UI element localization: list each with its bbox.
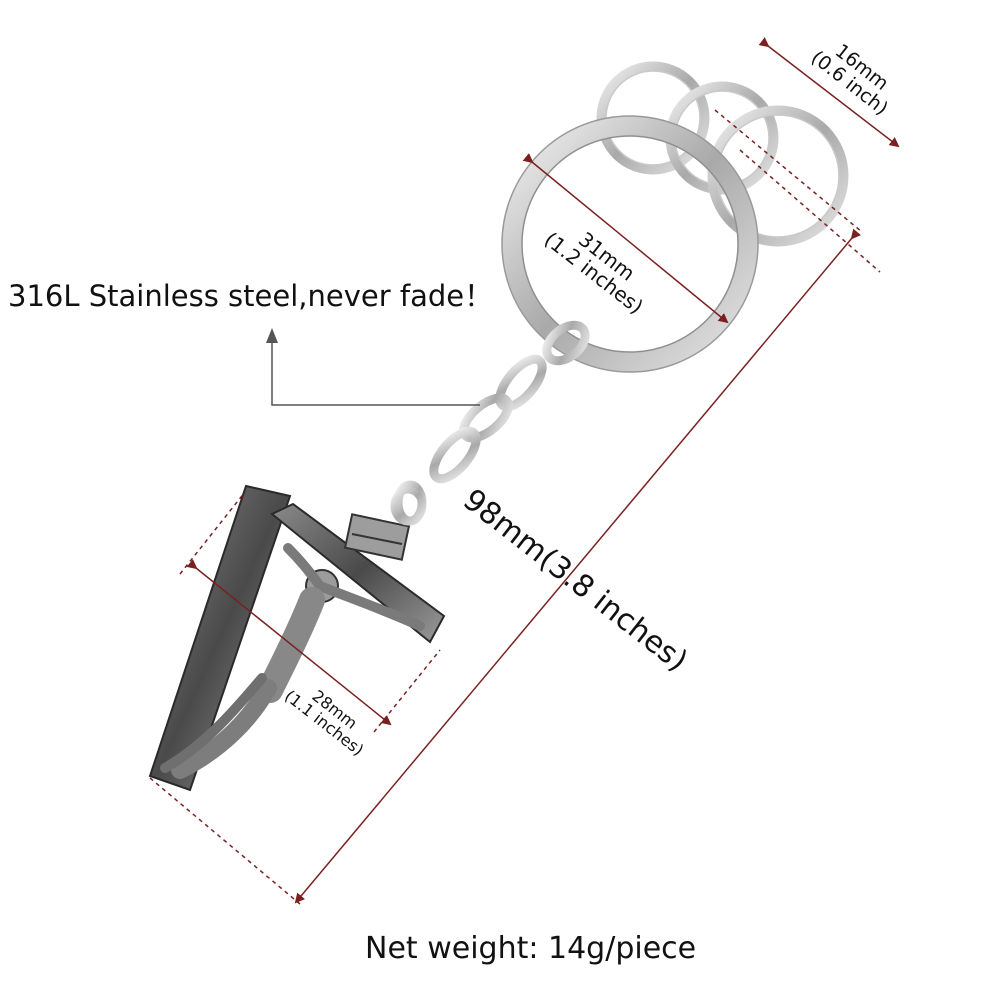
dim-line-total-length	[149, 228, 861, 905]
crucifix-pendant	[148, 484, 446, 792]
material-leader-line	[271, 335, 480, 406]
dim-line-cross-width	[179, 491, 441, 733]
small-split-rings	[596, 61, 849, 247]
material-label: 316L Stainless steel,never fade！	[8, 279, 494, 313]
net-weight-label: Net weight: 14g/piece	[365, 931, 697, 966]
